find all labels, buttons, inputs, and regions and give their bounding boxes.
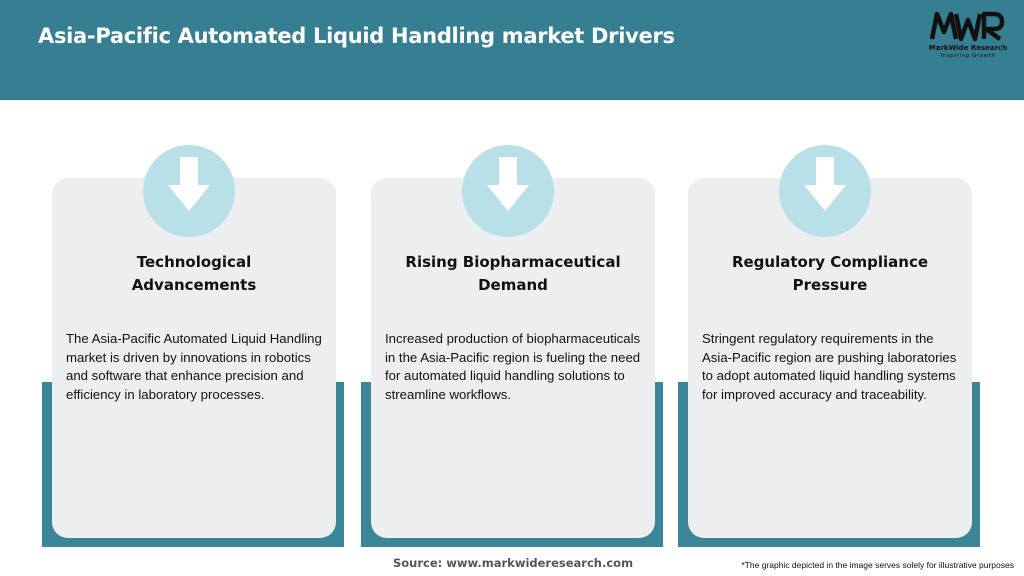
card-panel bbox=[688, 178, 972, 538]
logo-tagline: Inspiring Growth bbox=[940, 53, 996, 59]
disclaimer-text: *The graphic depicted in the image serve… bbox=[741, 560, 1014, 570]
driver-card-biopharmaceutical: Rising Biopharmaceutical Demand Increase… bbox=[361, 145, 663, 548]
page-title: Asia-Pacific Automated Liquid Handling m… bbox=[38, 24, 675, 48]
logo-name: MarkWide Research bbox=[928, 44, 1008, 52]
card-panel bbox=[52, 178, 336, 538]
icon-circle bbox=[779, 145, 871, 237]
card-title: Rising Biopharmaceutical Demand bbox=[405, 253, 621, 294]
arrow-down-icon bbox=[487, 157, 529, 211]
source-text: Source: www.markwideresearch.com bbox=[393, 556, 634, 570]
arrow-down-icon bbox=[804, 157, 846, 211]
card-title: Regulatory Compliance Pressure bbox=[731, 253, 929, 294]
driver-card-regulatory: Regulatory Compliance Pressure Stringent… bbox=[678, 145, 980, 548]
card-panel bbox=[371, 178, 655, 538]
driver-card-technological: Technological Advancements The Asia-Paci… bbox=[42, 145, 344, 548]
arrow-down-icon bbox=[168, 157, 210, 211]
card-title: Technological Advancements bbox=[131, 253, 257, 294]
card-body: Increased production of biopharmaceutica… bbox=[385, 331, 641, 402]
icon-circle bbox=[143, 145, 235, 237]
logo: MarkWide Research Inspiring Growth bbox=[920, 10, 1016, 60]
header-banner: Asia-Pacific Automated Liquid Handling m… bbox=[0, 0, 1024, 100]
mwr-logo-mark bbox=[930, 11, 1005, 42]
card-body: Stringent regulatory requirements in the… bbox=[702, 331, 957, 402]
card-body: The Asia-Pacific Automated Liquid Handli… bbox=[66, 331, 322, 402]
icon-circle bbox=[462, 145, 554, 237]
